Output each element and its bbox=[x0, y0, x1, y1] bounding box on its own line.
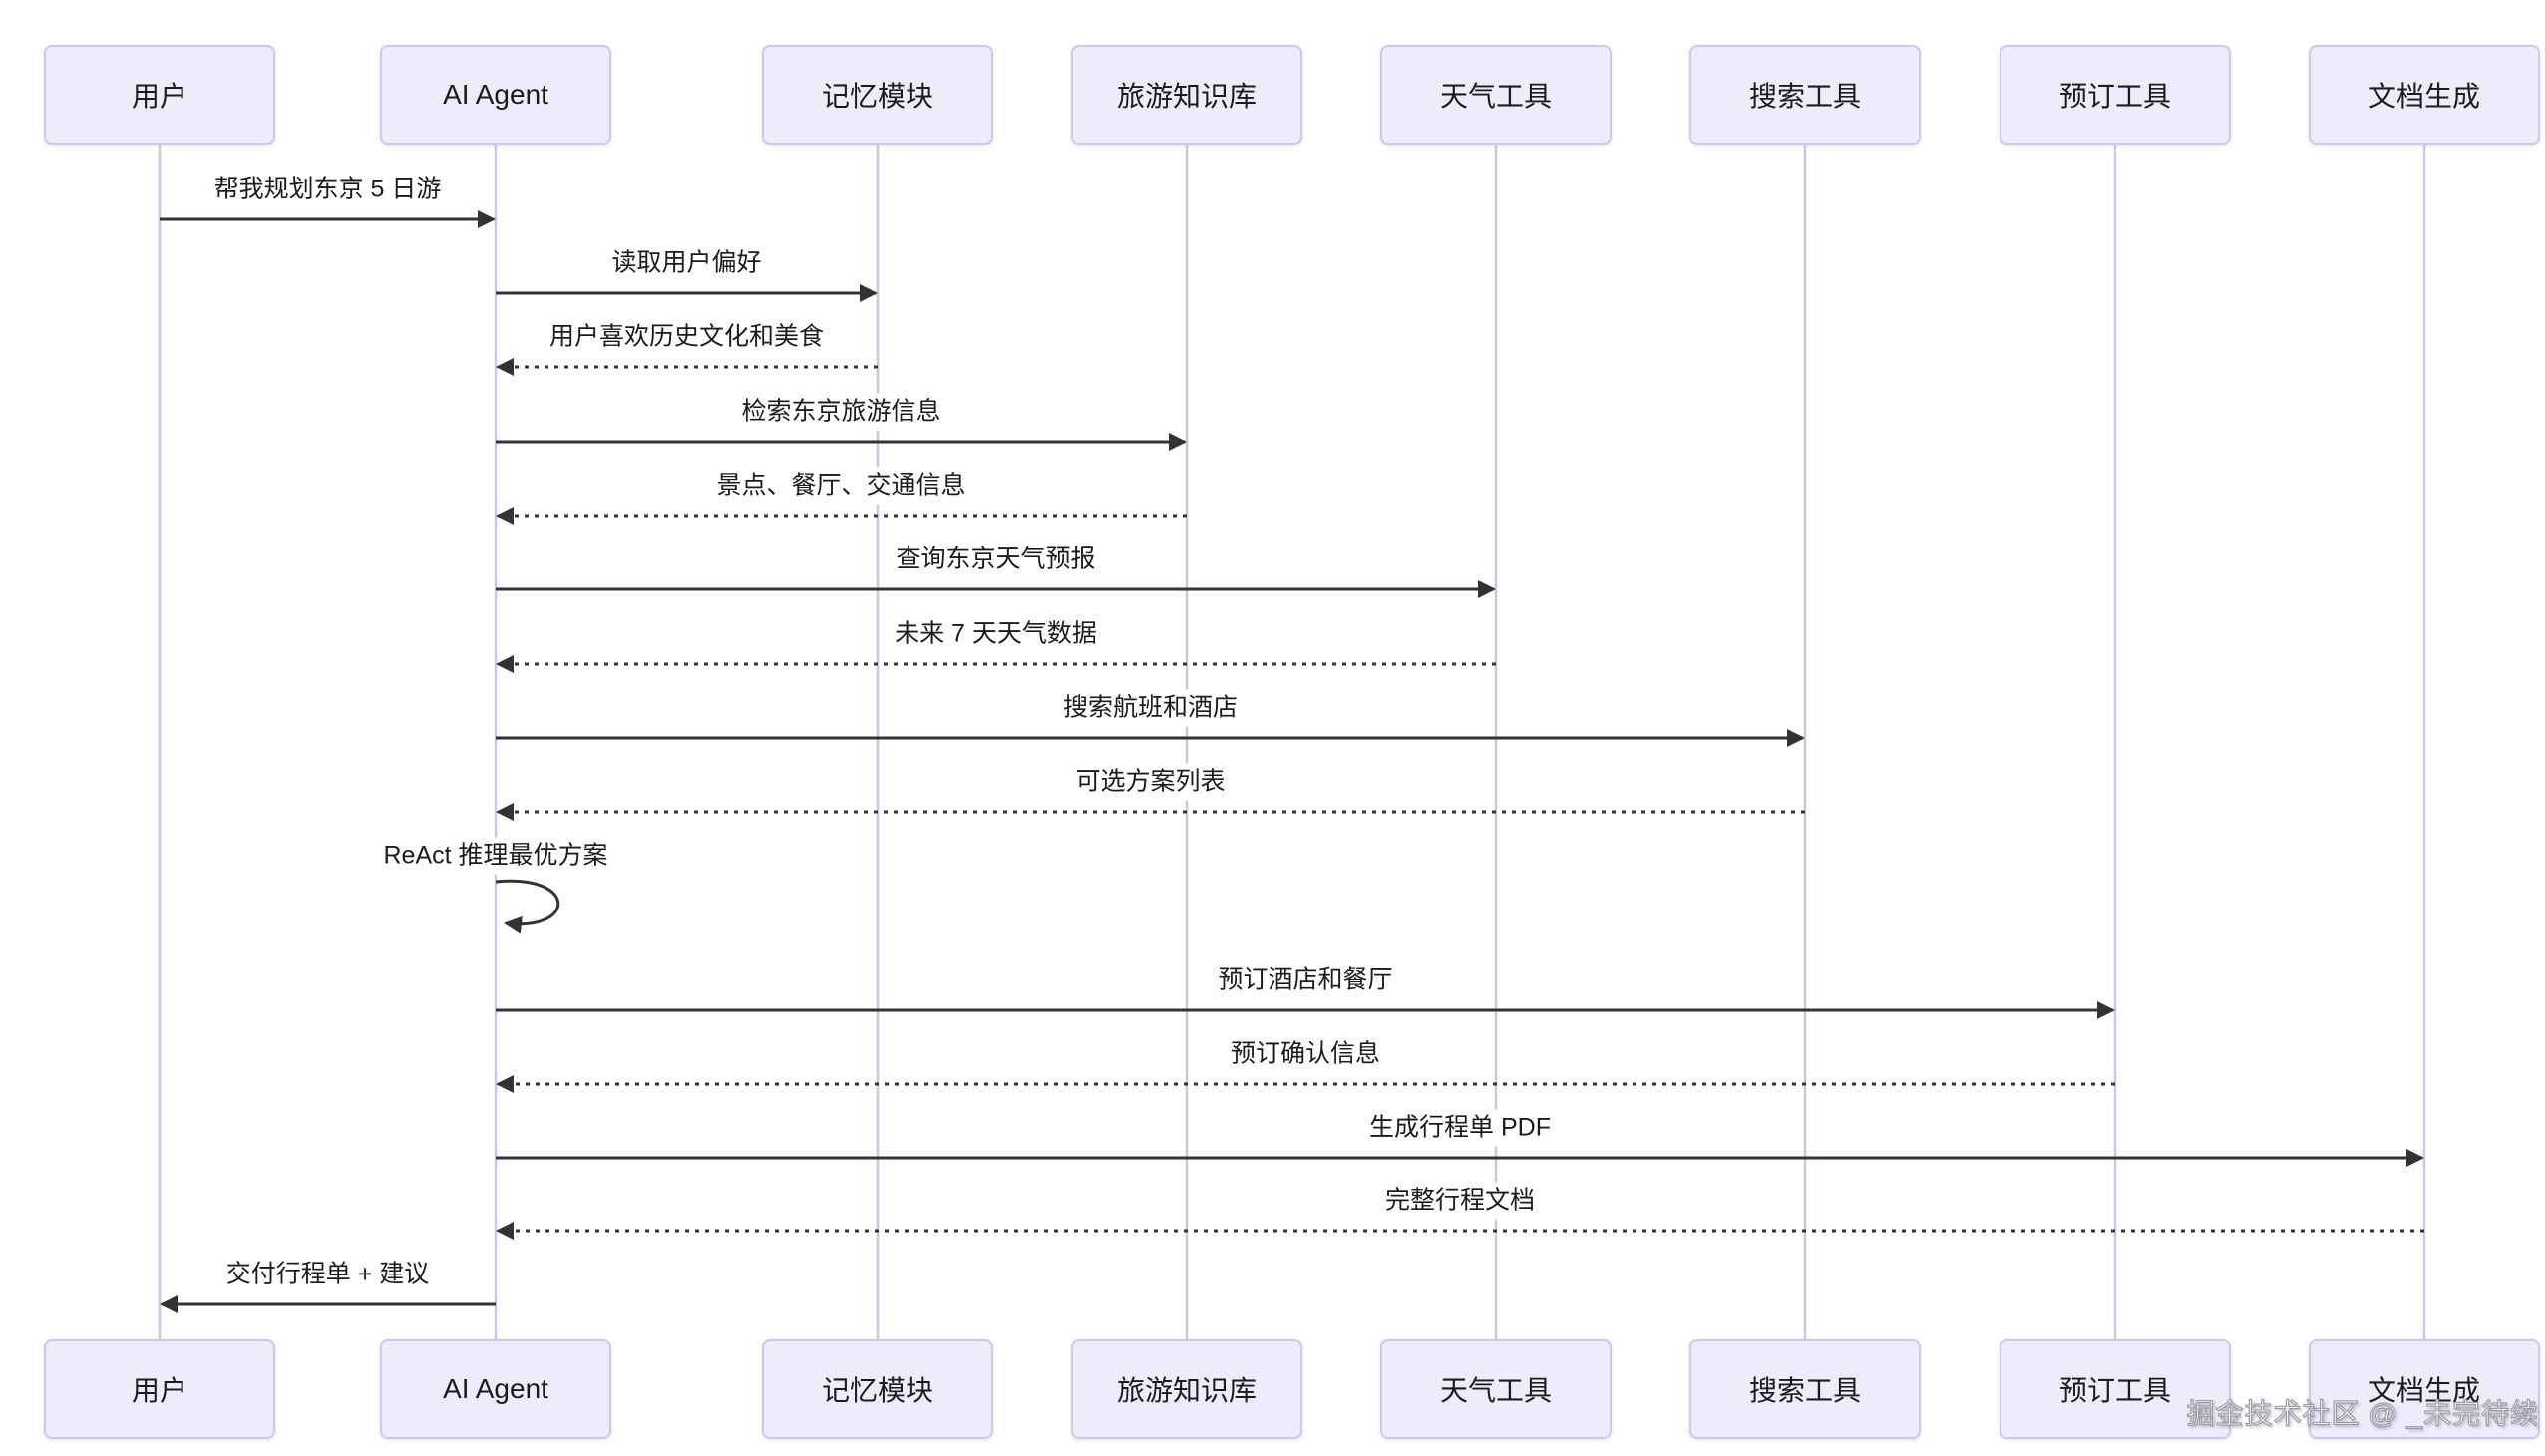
participant-bottom-user: 用户 bbox=[44, 1339, 275, 1439]
message-label: ReAct 推理最优方案 bbox=[375, 837, 616, 874]
participant-top-search: 搜索工具 bbox=[1689, 45, 1921, 145]
participant-top-memory: 记忆模块 bbox=[762, 45, 993, 145]
participant-label: 记忆模块 bbox=[821, 1375, 933, 1406]
message-label: 帮我规划东京 5 日游 bbox=[205, 171, 450, 207]
message-label: 完整行程文档 bbox=[1376, 1182, 1544, 1219]
self-loop-arrow bbox=[495, 879, 560, 934]
message-label: 预订确认信息 bbox=[1222, 1035, 1389, 1072]
participant-label: 文档生成 bbox=[2367, 81, 2480, 112]
watermark: 掘金技术社区 @ _未完待续 bbox=[2186, 1397, 2539, 1429]
participant-bottom-booking: 预订工具 bbox=[2000, 1339, 2231, 1439]
participant-top-doc: 文档生成 bbox=[2309, 45, 2540, 145]
message-label: 生成行程单 PDF bbox=[1361, 1109, 1559, 1146]
participant-label: 预订工具 bbox=[2058, 1375, 2171, 1406]
participant-bottom-memory: 记忆模块 bbox=[762, 1339, 993, 1439]
participant-label: 用户 bbox=[131, 81, 187, 112]
participant-top-kb: 旅游知识库 bbox=[1071, 45, 1302, 145]
participant-top-booking: 预订工具 bbox=[2000, 45, 2231, 145]
participant-label: 用户 bbox=[131, 1375, 187, 1406]
message-label: 读取用户偏好 bbox=[603, 244, 770, 281]
participant-label: 预订工具 bbox=[2058, 81, 2171, 112]
participant-label: 天气工具 bbox=[1439, 1375, 1552, 1406]
message-label: 搜索航班和酒店 bbox=[1054, 689, 1247, 726]
participant-top-user: 用户 bbox=[44, 45, 275, 145]
message-label: 预订酒店和餐厅 bbox=[1210, 961, 1401, 998]
participant-label: 记忆模块 bbox=[821, 81, 933, 112]
message-label: 检索东京旅游信息 bbox=[733, 393, 949, 430]
message-label: 景点、餐厅、交通信息 bbox=[708, 467, 974, 504]
participant-top-weather: 天气工具 bbox=[1380, 45, 1612, 145]
participant-bottom-agent: AI Agent bbox=[380, 1339, 611, 1439]
participant-bottom-search: 搜索工具 bbox=[1689, 1339, 1921, 1439]
participant-label: 天气工具 bbox=[1439, 81, 1552, 112]
participant-label: 搜索工具 bbox=[1748, 1375, 1861, 1406]
participant-bottom-doc: 文档生成 bbox=[2309, 1339, 2540, 1439]
message-label: 交付行程单 + 建议 bbox=[217, 1256, 438, 1292]
participant-label: 旅游知识库 bbox=[1116, 81, 1257, 112]
participant-bottom-weather: 天气工具 bbox=[1380, 1339, 1612, 1439]
message-label: 可选方案列表 bbox=[1067, 763, 1234, 800]
participant-label: 文档生成 bbox=[2367, 1375, 2480, 1406]
participant-bottom-kb: 旅游知识库 bbox=[1071, 1339, 1302, 1439]
message-label: 未来 7 天天气数据 bbox=[887, 615, 1105, 652]
participant-label: 旅游知识库 bbox=[1116, 1375, 1257, 1406]
participant-top-agent: AI Agent bbox=[380, 45, 611, 145]
participant-label: AI Agent bbox=[443, 1373, 548, 1404]
message-label: 查询东京天气预报 bbox=[888, 541, 1104, 577]
participant-label: AI Agent bbox=[443, 79, 548, 110]
participant-label: 搜索工具 bbox=[1748, 81, 1861, 112]
message-label: 用户喜欢历史文化和美食 bbox=[541, 318, 833, 355]
